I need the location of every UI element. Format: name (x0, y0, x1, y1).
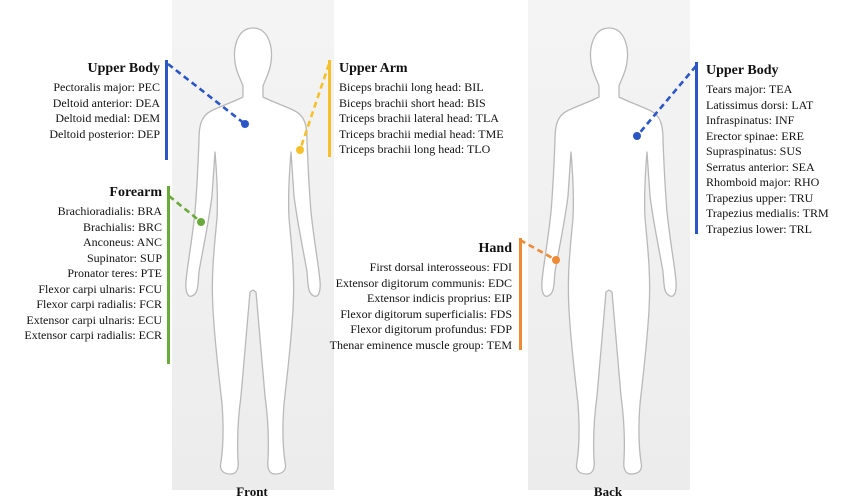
muscle-label: Brachialis: BRC (0, 220, 162, 236)
muscle-label: Flexor carpi radialis: FCR (0, 297, 162, 313)
muscle-label: Brachioradialis: BRA (0, 204, 162, 220)
muscle-label: Deltoid posterior: DEP (0, 127, 160, 143)
upper-body-back-marker (633, 132, 641, 140)
upper-arm-marker (296, 146, 304, 154)
upper-arm-group: Upper Arm Biceps brachii long head: BIL … (339, 60, 504, 158)
muscle-label: Deltoid medial: DEM (0, 111, 160, 127)
group-heading: Upper Body (0, 60, 160, 78)
group-heading: Hand (300, 240, 512, 258)
muscle-label: Triceps brachii lateral head: TLA (339, 111, 504, 127)
muscle-label: Anconeus: ANC (0, 235, 162, 251)
group-heading: Forearm (0, 184, 162, 202)
muscle-label: Erector spinae: ERE (706, 129, 829, 145)
muscle-label: Flexor carpi ulnaris: FCU (0, 282, 162, 298)
muscle-label: Infraspinatus: INF (706, 113, 829, 129)
muscle-label: Latissimus dorsi: LAT (706, 98, 829, 114)
muscle-label: Deltoid anterior: DEA (0, 96, 160, 112)
hand-bracket (519, 238, 522, 350)
muscle-label: Tears major: TEA (706, 82, 829, 98)
upper-body-front-group: Upper Body Pectoralis major: PEC Deltoid… (0, 60, 160, 142)
muscle-label: Trapezius lower: TRL (706, 222, 829, 238)
front-view-label: Front (212, 484, 292, 500)
upper-body-back-bracket (695, 62, 698, 234)
forearm-marker (197, 218, 205, 226)
muscle-label: Biceps brachii short head: BIS (339, 96, 504, 112)
muscle-label: Biceps brachii long head: BIL (339, 80, 504, 96)
upper-body-front-marker (241, 120, 249, 128)
muscle-label: Flexor digitorum superficialis: FDS (300, 307, 512, 323)
muscle-label: Pronator teres: PTE (0, 266, 162, 282)
muscle-label: Serratus anterior: SEA (706, 160, 829, 176)
upper-body-front-bracket (165, 60, 168, 160)
muscle-label: Triceps brachii long head: TLO (339, 142, 504, 158)
muscle-label: Rhomboid major: RHO (706, 175, 829, 191)
muscle-label: Supraspinatus: SUS (706, 144, 829, 160)
forearm-group: Forearm Brachioradialis: BRA Brachialis:… (0, 184, 162, 344)
group-heading: Upper Arm (339, 60, 504, 78)
muscle-label: Extensor carpi radialis: ECR (0, 328, 162, 344)
group-heading: Upper Body (706, 62, 829, 80)
muscle-label: Supinator: SUP (0, 251, 162, 267)
upper-arm-bracket (328, 60, 331, 157)
forearm-bracket (167, 186, 170, 364)
muscle-label: First dorsal interosseous: FDI (300, 260, 512, 276)
muscle-label: Triceps brachii medial head: TME (339, 127, 504, 143)
muscle-label: Trapezius upper: TRU (706, 191, 829, 207)
upper-body-back-group: Upper Body Tears major: TEA Latissimus d… (706, 62, 829, 237)
muscle-label: Extensor carpi ulnaris: ECU (0, 313, 162, 329)
muscle-label: Extensor digitorum communis: EDC (300, 276, 512, 292)
muscle-label: Thenar eminence muscle group: TEM (300, 338, 512, 354)
back-view-label: Back (568, 484, 648, 500)
hand-marker (552, 256, 560, 264)
muscle-label: Extensor indicis proprius: EIP (300, 291, 512, 307)
muscle-label: Flexor digitorum profundus: FDP (300, 322, 512, 338)
back-body-silhouette (542, 28, 676, 474)
muscle-label: Trapezius medialis: TRM (706, 206, 829, 222)
hand-group: Hand First dorsal interosseous: FDI Exte… (300, 240, 512, 353)
muscle-label: Pectoralis major: PEC (0, 80, 160, 96)
